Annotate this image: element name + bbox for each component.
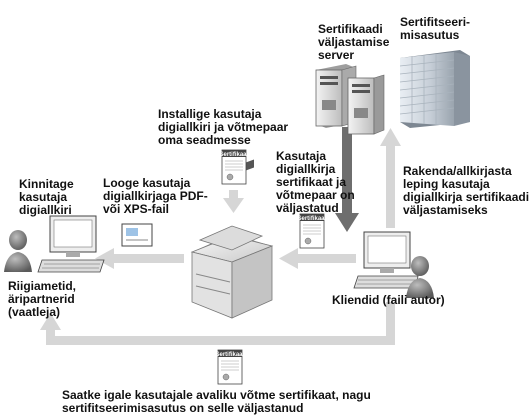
ca-building-icon — [399, 50, 470, 128]
certificate-title-send: Sertifikaat — [215, 352, 244, 358]
arrow-return-bottom — [46, 336, 395, 345]
arrow-client-to-device-head — [279, 248, 298, 269]
document-icon — [121, 223, 153, 247]
certificate-icon-install: Sertifikaat — [219, 149, 249, 185]
label-viewers: Riigiametid, äripartnerid (vaatleja) — [8, 279, 77, 319]
label-send-certificate: Saatke igale kasutajale avaliku võtme se… — [62, 388, 371, 415]
client-computer-icon — [353, 231, 434, 298]
device-printer-icon — [190, 159, 274, 319]
arrow-client-to-ca — [386, 144, 395, 228]
arrow-device-to-viewer — [112, 254, 184, 263]
label-create-file: Looge kasutaja digiallkirjaga PDF- või X… — [103, 176, 208, 216]
label-apply-sign-contract: Rakenda/allkirjasta leping kasutaja digi… — [403, 164, 530, 217]
certificate-icon-issued: Sertifikaat — [297, 213, 327, 249]
arrow-return-right-vertical — [386, 302, 395, 344]
label-certificate-issued: Kasutaja digiallkirja sertifikaat ja võt… — [276, 149, 355, 215]
arrow-install-down-head — [223, 198, 244, 213]
label-install-signature: Installige kasutaja digiallkiri ja võtme… — [158, 107, 289, 147]
arrow-return-head — [40, 313, 61, 330]
label-certification-authority: Sertifitseeri- misasutus — [400, 15, 471, 42]
arrow-return-left-vertical — [46, 328, 55, 345]
label-issuing-server: Sertifikaadi väljastamise server — [318, 22, 390, 62]
flow-arrows — [40, 128, 401, 345]
arrow-install-down — [229, 190, 238, 200]
certificate-title-install: Sertifikaat — [219, 152, 248, 158]
arrow-client-to-ca-head — [380, 128, 401, 146]
certificate-icon-send: Sertifikaat — [215, 349, 245, 385]
label-clients: Kliendid (faili autor) — [332, 293, 445, 307]
arrow-server-to-client — [335, 127, 359, 232]
arrow-device-to-viewer-head — [95, 248, 114, 269]
server-icon — [315, 64, 385, 135]
certificate-title-issued: Sertifikaat — [297, 216, 326, 222]
arrow-client-to-device — [296, 254, 356, 263]
label-confirm-signature: Kinnitage kasutaja digiallkiri — [19, 177, 74, 217]
viewer-computer-icon — [4, 215, 105, 273]
